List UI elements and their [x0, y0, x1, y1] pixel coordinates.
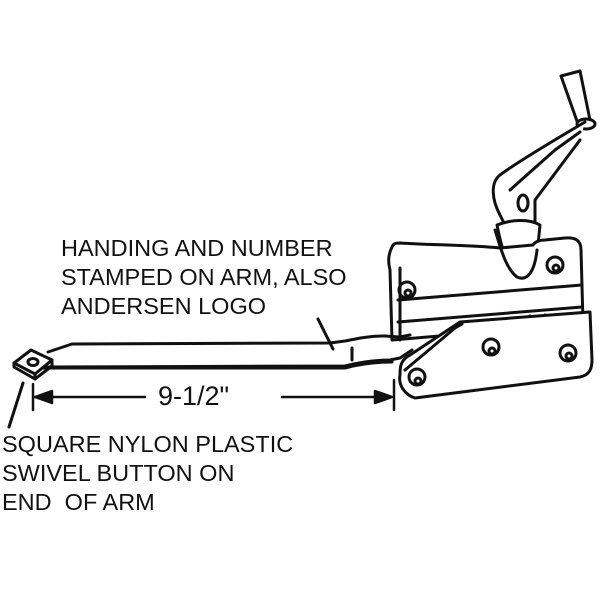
swivel-button-leader — [7, 381, 25, 429]
arm-marking-callout: HANDING AND NUMBER STAMPED ON ARM, ALSO … — [61, 234, 347, 321]
dimension-label: 9-1/2" — [150, 381, 238, 411]
operator-arm — [38, 333, 414, 370]
swivel-button-callout: SQUARE NYLON PLASTIC SWIVEL BUTTON ON EN… — [2, 430, 293, 517]
callout-line: SWIVEL BUTTON ON — [2, 460, 235, 486]
mounting-plate — [398, 310, 594, 400]
swivel-button-icon — [12, 348, 54, 381]
callout-line: END OF ARM — [2, 489, 155, 515]
callout-line: HANDING AND NUMBER — [61, 235, 333, 261]
arm-marking-leader — [316, 317, 335, 351]
callout-line: ANDERSEN LOGO — [61, 293, 267, 319]
callout-line: SQUARE NYLON PLASTIC — [2, 431, 294, 457]
dimension-line — [31, 378, 396, 412]
callout-line: STAMPED ON ARM, ALSO — [61, 264, 347, 290]
